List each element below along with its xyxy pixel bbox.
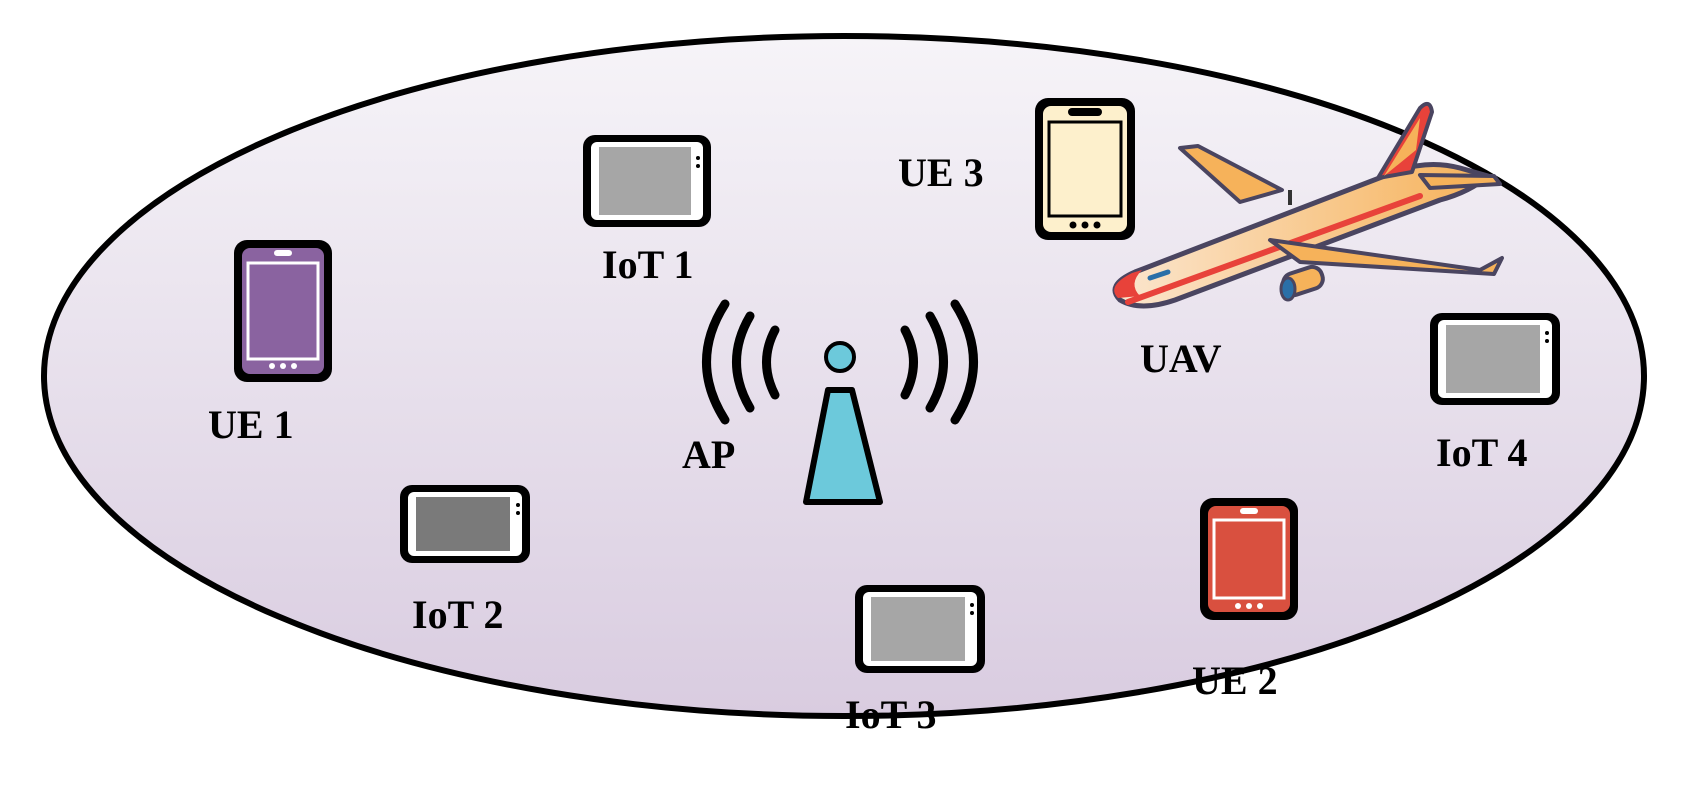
ue2-label: UE 2 <box>1192 658 1278 703</box>
iot3-label: IoT 3 <box>845 692 937 737</box>
ap-antenna-tip <box>824 341 856 373</box>
ap-antenna-mast <box>803 387 883 505</box>
iot1-label: IoT 1 <box>602 242 694 287</box>
iot3-tablet-icon <box>855 585 985 673</box>
ue3-smartphone-icon <box>1035 98 1135 240</box>
ap-antenna-icon <box>702 299 978 505</box>
ap-label: AP <box>682 432 735 477</box>
ue1-label: UE 1 <box>208 402 294 447</box>
ue2-smartphone-icon <box>1200 498 1298 620</box>
uav-airplane-icon <box>1112 101 1504 309</box>
iot2-tablet-icon <box>400 485 530 563</box>
iot4-tablet-icon <box>1430 313 1560 405</box>
ue3-label: UE 3 <box>898 150 984 195</box>
iot4-label: IoT 4 <box>1436 430 1528 475</box>
uav-label: UAV <box>1140 336 1222 381</box>
iot1-tablet-icon <box>583 135 711 227</box>
ue1-smartphone-icon <box>234 240 332 382</box>
iot2-label: IoT 2 <box>412 592 504 637</box>
